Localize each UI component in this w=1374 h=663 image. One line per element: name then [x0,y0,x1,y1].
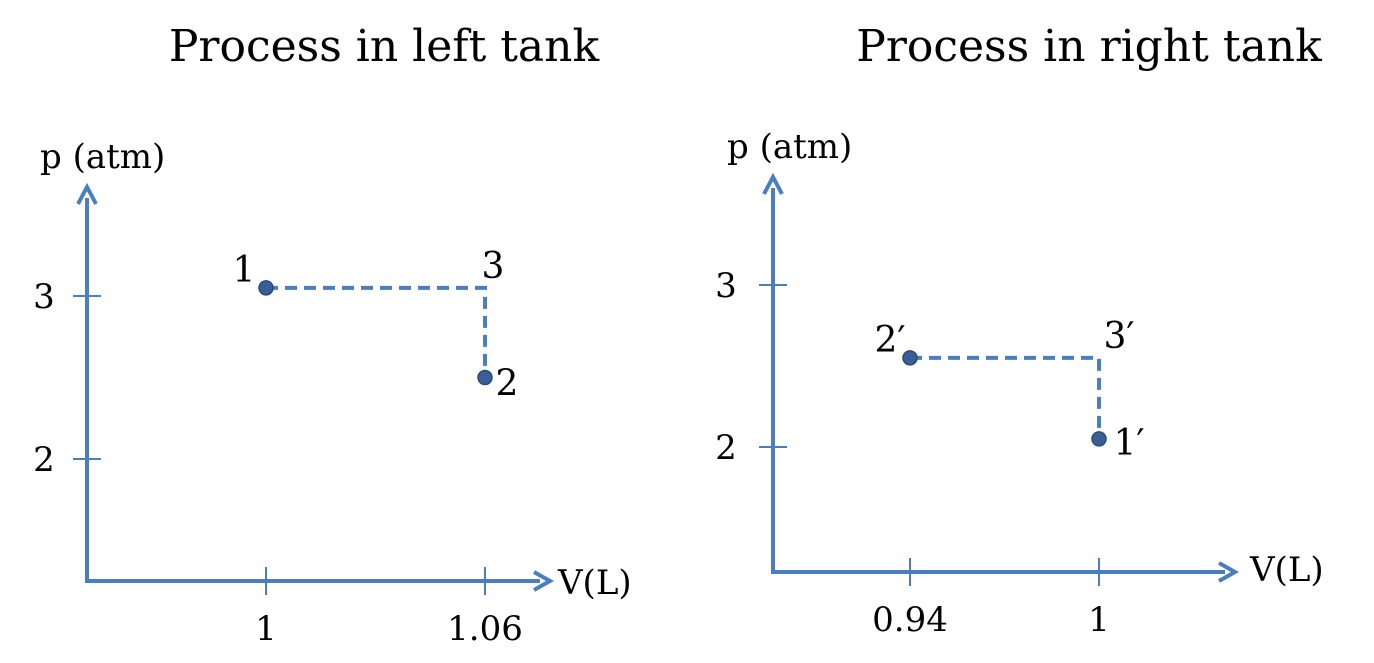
left-panel-title: Process in left tank [169,21,600,72]
left-y-tick-label: 3 [33,277,55,317]
right-state-point-label: 2′ [874,320,905,361]
left-state-point-label: 2 [496,364,519,405]
right-state-point-marker [1091,431,1107,447]
right-x-axis-label: V(L) [1249,550,1324,590]
left-x-axis-arrow-icon [533,570,555,592]
right-y-tick-label: 2 [715,428,737,468]
left-x-tick-label: 1.06 [447,609,523,649]
right-x-tick-label: 0.94 [872,600,948,640]
right-y-axis-label: p (atm) [727,127,852,167]
right-state-point-label: 3′ [1103,316,1134,357]
right-y-tick-label: 3 [715,266,737,306]
right-process-path [910,355,1101,439]
left-state-point-marker [258,280,274,296]
left-x-axis-label: V(L) [557,563,632,603]
right-tank-panel: Process in right tank p (atm) V(L) 3 2 0.9… [715,21,1323,640]
right-state-point-label: 1′ [1113,423,1144,464]
right-x-axis-arrow-icon [1218,561,1240,583]
right-y-axis-arrow-icon [762,172,784,195]
right-panel-title: Process in right tank [856,21,1322,72]
left-y-tick-label: 2 [33,440,55,480]
left-y-axis-label: p (atm) [40,137,165,177]
left-state-point-label: 3 [482,246,505,287]
left-x-tick-label: 1 [255,609,277,649]
right-state-point-marker [902,350,918,366]
right-x-tick-label: 1 [1088,600,1110,640]
left-process-path [266,285,487,378]
left-y-axis-arrow-icon [76,182,98,205]
left-tank-panel: Process in left tank p (atm) V(L) 3 2 1 1.0… [33,21,631,649]
left-state-point-marker [477,369,493,386]
left-state-point-label: 1 [233,250,256,291]
